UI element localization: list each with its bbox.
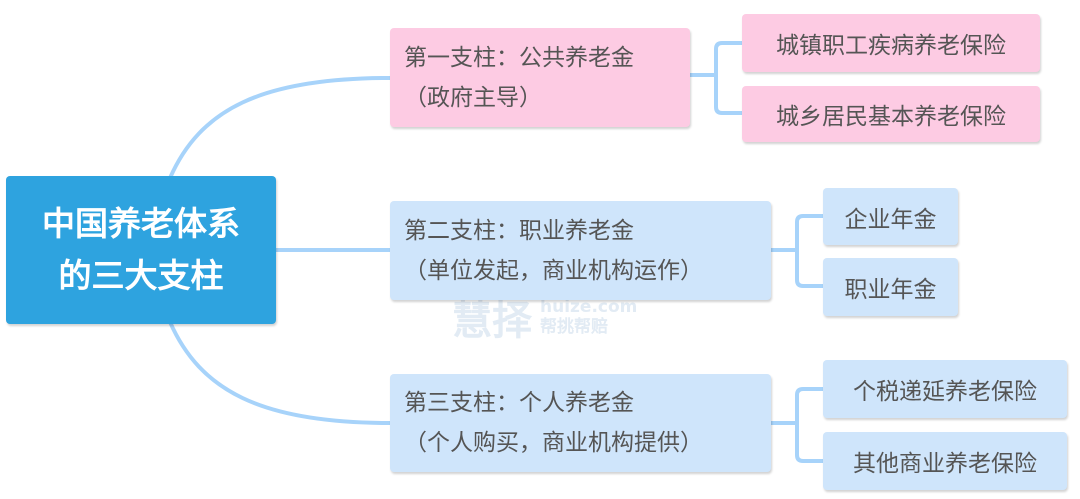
pillar-1-subtitle: （政府主导） bbox=[404, 84, 542, 111]
leaf-label: 城镇职工疾病养老保险 bbox=[776, 33, 1006, 59]
pillar-1-node[interactable]: 第一支柱：公共养老金 （政府主导） bbox=[390, 28, 690, 127]
leaf-label: 其他商业养老保险 bbox=[853, 451, 1037, 477]
watermark-logo: 慧择 huize.com 帮挑帮赔 bbox=[452, 288, 637, 346]
connector-root-pillar3 bbox=[168, 321, 391, 425]
leaf-node[interactable]: 企业年金 bbox=[823, 188, 958, 245]
connector-root-pillar1 bbox=[168, 76, 391, 179]
root-node[interactable]: 中国养老体系 的三大支柱 bbox=[6, 176, 276, 324]
watermark-domain: huize.com bbox=[540, 297, 638, 317]
root-line1: 中国养老体系 bbox=[42, 204, 240, 243]
leaf-label: 城乡居民基本养老保险 bbox=[776, 104, 1006, 130]
bracket-pillar1 bbox=[690, 41, 742, 115]
leaf-node[interactable]: 个税递延养老保险 bbox=[823, 360, 1067, 418]
leaf-label: 个税递延养老保险 bbox=[853, 379, 1037, 405]
pillar-1-title: 第一支柱：公共养老金 bbox=[404, 44, 634, 71]
pillar-3-node[interactable]: 第三支柱：个人养老金 （个人购买，商业机构提供） bbox=[390, 374, 771, 472]
bracket-pillar2 bbox=[771, 214, 823, 288]
pillar-3-title: 第三支柱：个人养老金 bbox=[404, 390, 634, 416]
leaf-node[interactable]: 城镇职工疾病养老保险 bbox=[742, 14, 1040, 72]
root-line2: 的三大支柱 bbox=[58, 256, 224, 295]
pillar-2-title: 第二支柱：职业养老金 bbox=[404, 217, 634, 244]
watermark-slogan: 帮挑帮赔 bbox=[540, 317, 608, 337]
pillar-2-subtitle: （单位发起，商业机构运作） bbox=[404, 257, 703, 284]
pillar-2-node[interactable]: 第二支柱：职业养老金 （单位发起，商业机构运作） bbox=[390, 201, 771, 300]
leaf-node[interactable]: 其他商业养老保险 bbox=[823, 432, 1067, 490]
leaf-label: 企业年金 bbox=[844, 206, 937, 233]
watermark-brand: 慧择 bbox=[452, 298, 532, 344]
leaf-node[interactable]: 城乡居民基本养老保险 bbox=[742, 86, 1040, 142]
leaf-node[interactable]: 职业年金 bbox=[823, 258, 958, 316]
leaf-label: 职业年金 bbox=[844, 277, 937, 303]
pillar-3-subtitle: （个人购买，商业机构提供） bbox=[404, 430, 703, 456]
bracket-pillar3 bbox=[771, 387, 823, 463]
